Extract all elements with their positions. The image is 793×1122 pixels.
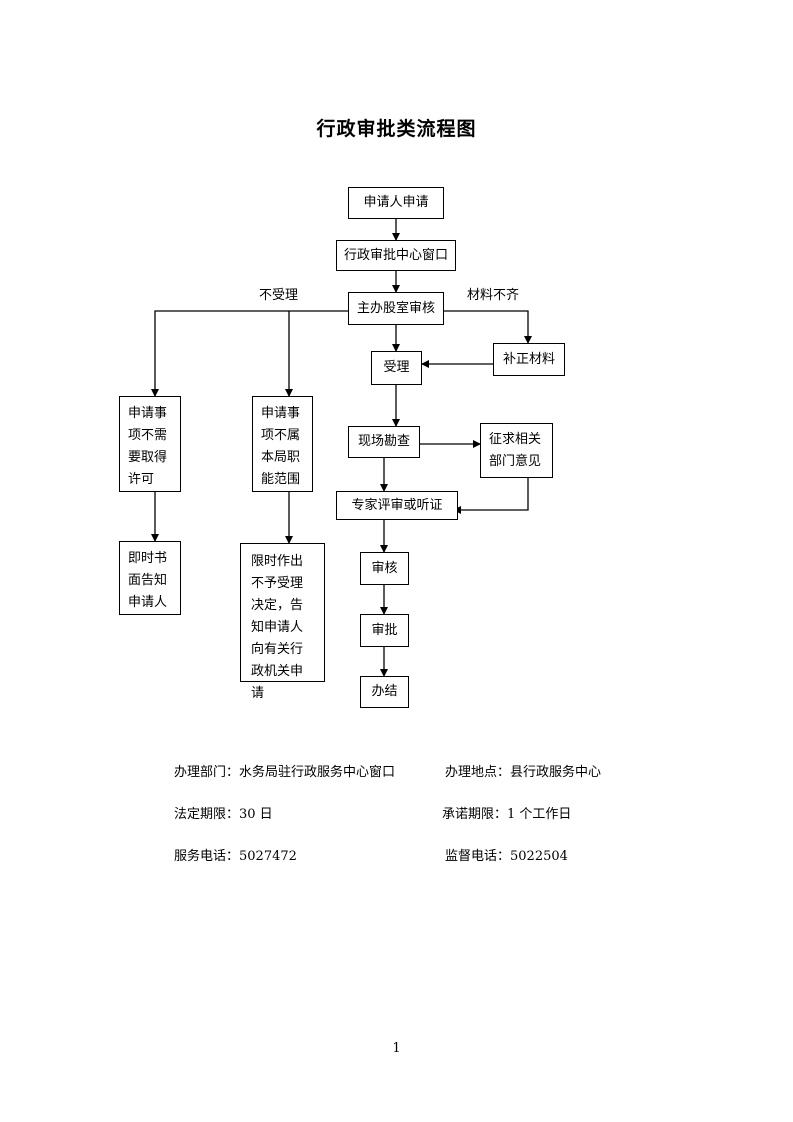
node-approve: 审批 — [360, 614, 409, 647]
page-title: 行政审批类流程图 — [316, 118, 477, 140]
page-number: 1 — [392, 1041, 401, 1056]
node-expert: 专家评审或听证 — [336, 491, 458, 520]
node-not-scope: 申请事项不属本局职能范围 — [252, 396, 313, 492]
line-not-accept — [151, 310, 348, 397]
info-promise-period: 承诺期限：1 个工作日 — [442, 807, 572, 822]
info-location: 办理地点：县行政服务中心 — [445, 765, 602, 780]
info-service-phone: 服务电话：5027472 — [174, 849, 297, 864]
node-finish: 办结 — [360, 676, 409, 708]
node-accept: 受理 — [371, 351, 422, 385]
label-incomplete: 材料不齐 — [467, 288, 520, 303]
info-dept: 办理部门：水务局驻行政服务中心窗口 — [174, 765, 396, 780]
line-consult-expert — [453, 478, 529, 514]
node-no-permit: 申请事项不需要取得许可 — [119, 396, 181, 492]
label-not-accept: 不受理 — [259, 288, 299, 303]
node-consult: 征求相关部门意见 — [480, 423, 553, 478]
node-audit: 审核 — [360, 552, 409, 585]
info-legal-period: 法定期限：30 日 — [174, 807, 273, 822]
node-window: 行政审批中心窗口 — [336, 240, 456, 271]
node-review: 主办股室审核 — [348, 292, 444, 325]
node-notify: 即时书面告知申请人 — [119, 541, 181, 615]
node-supplement: 补正材料 — [493, 343, 565, 376]
info-supervise-phone: 监督电话：5022504 — [445, 849, 568, 864]
node-reject: 限时作出不予受理决定，告知申请人向有关行政机关申请 — [240, 543, 325, 701]
node-inspect: 现场勘查 — [348, 426, 420, 458]
node-apply: 申请人申请 — [348, 187, 444, 219]
line-incomplete — [444, 310, 532, 344]
